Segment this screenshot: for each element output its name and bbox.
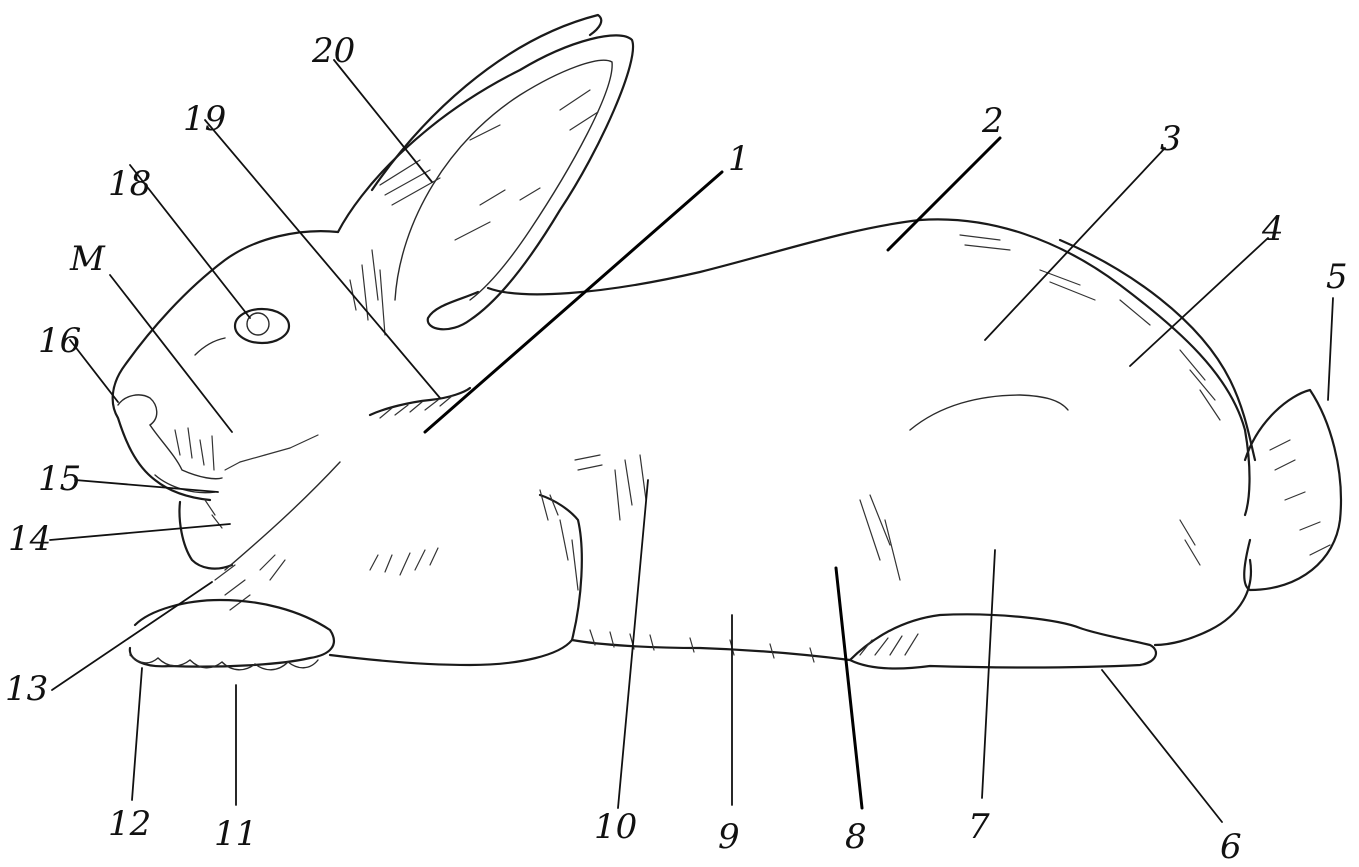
label-7: 7 [968,807,990,847]
label-8: 8 [845,817,867,857]
leader-2 [888,138,1000,250]
label-2: 2 [981,101,1004,141]
label-9: 9 [718,817,740,857]
label-4: 4 [1261,209,1284,249]
label-10: 10 [594,807,637,847]
leader-5 [1328,298,1333,400]
leader-10 [618,480,648,808]
leader-lines [50,60,1333,822]
back-ear [372,15,601,190]
label-5: 5 [1326,257,1348,297]
leader-1 [425,172,722,432]
label-12: 12 [108,804,151,844]
leader-17 [110,275,232,432]
label-17: M [69,239,106,279]
label-15: 15 [38,459,81,499]
thigh-line [910,395,1068,430]
pupil [247,313,269,335]
tail [1244,390,1341,590]
label-3: 3 [1160,119,1182,159]
front-paw [130,600,334,667]
leader-3 [985,148,1165,340]
leader-20 [334,60,432,182]
foreleg [330,495,582,665]
front-ear [338,35,633,329]
nose [118,395,157,425]
label-19: 19 [183,99,226,139]
label-13: 13 [5,669,48,709]
muzzle-shading [175,428,318,528]
label-1: 1 [728,139,750,179]
leader-15 [75,480,218,492]
leader-7 [982,550,995,798]
label-6: 6 [1220,827,1242,867]
head-outline [113,231,338,500]
belly-line [572,640,850,660]
cheek-line [195,338,225,355]
leader-13 [52,582,212,690]
back-outline [488,219,1250,515]
label-20: 20 [311,31,355,71]
leader-19 [205,120,440,398]
foreleg-shading [370,455,646,590]
leader-14 [50,524,230,540]
label-11: 11 [214,814,257,854]
tail-shading [1270,440,1330,555]
collar [370,388,470,415]
hind-foot-shading [860,634,918,655]
label-14: 14 [8,519,51,559]
back-shading [960,235,1220,420]
mouth [150,425,222,479]
back-shading-line [1060,240,1255,460]
chin [180,502,233,569]
rump [1155,560,1251,645]
number-labels: 1 2 3 4 5 6 7 8 9 10 11 12 13 14 15 16 M… [5,31,1348,867]
leader-12 [132,668,142,800]
hind-foot [850,614,1156,668]
thigh-shading [860,495,1200,580]
leader-8 [836,568,862,808]
chest-line [225,462,340,570]
leader-4 [1130,238,1268,366]
leader-6 [1102,670,1222,822]
label-18: 18 [108,164,151,204]
label-16: 16 [38,321,81,361]
